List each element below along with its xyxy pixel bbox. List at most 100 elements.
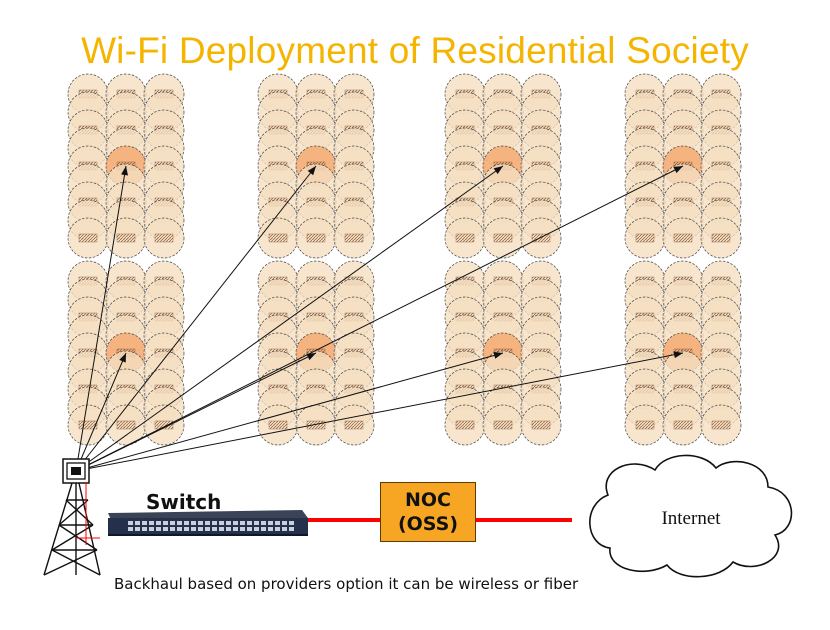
apartment-icon: [306, 420, 326, 430]
apartment-icon: [635, 420, 655, 430]
switch-port: [128, 521, 133, 525]
arrowhead: [306, 353, 316, 361]
switch-port: [219, 527, 224, 531]
wireless-link-line: [75, 352, 127, 472]
switch-port: [142, 527, 147, 531]
switch-port: [254, 521, 259, 525]
switch-port: [135, 527, 140, 531]
page-title: Wi-Fi Deployment of Residential Society: [81, 30, 749, 71]
building-block-6: [257, 260, 375, 446]
switch-port: [275, 521, 280, 525]
apartment-icon: [78, 420, 98, 430]
backhaul-caption: Backhaul based on providers option it ca…: [114, 575, 579, 593]
switch-port: [156, 521, 161, 525]
wireless-link-line: [75, 165, 684, 472]
switch-port: [261, 521, 266, 525]
arrowhead: [673, 166, 683, 174]
access-point-radio-icon: [62, 458, 90, 484]
switch-port: [212, 521, 217, 525]
apartment-icon: [531, 233, 551, 243]
apartment-icon: [344, 420, 364, 430]
switch-port: [156, 527, 161, 531]
apartment-icon: [493, 420, 513, 430]
apartment-icon: [711, 233, 731, 243]
switch-port: [170, 527, 175, 531]
arrowhead: [493, 352, 503, 359]
switch-port: [247, 521, 252, 525]
arrowhead: [493, 166, 503, 175]
apartment-icon: [268, 233, 288, 243]
switch-port: [240, 521, 245, 525]
switch-port: [191, 521, 196, 525]
switch-port: [149, 521, 154, 525]
switch-port: [191, 527, 196, 531]
switch-port: [247, 527, 252, 531]
apartment-icon: [116, 420, 136, 430]
wireless-link-line: [75, 165, 504, 472]
apartment-icon: [268, 420, 288, 430]
network-switch-icon: [108, 510, 308, 536]
switch-port: [184, 527, 189, 531]
wireless-link-line: [75, 165, 317, 472]
switch-port: [261, 527, 266, 531]
arrowhead: [307, 166, 316, 176]
wireless-link-line: [75, 352, 317, 472]
apartment-icon: [455, 233, 475, 243]
apartment-icon: [635, 233, 655, 243]
apartment-icon: [116, 233, 136, 243]
apartment-icon: [344, 233, 364, 243]
building-block-3: [444, 73, 562, 259]
switch-port: [198, 521, 203, 525]
arrowhead: [673, 351, 683, 359]
apartment-icon: [154, 420, 174, 430]
switch-port: [170, 521, 175, 525]
switch-port: [289, 521, 294, 525]
switch-port: [205, 521, 210, 525]
building-block-7: [444, 260, 562, 446]
apartment-icon: [306, 233, 326, 243]
switch-port: [163, 521, 168, 525]
apartment-icon: [673, 233, 693, 243]
internet-label: Internet: [661, 508, 721, 529]
noc-label: NOC: [405, 489, 451, 511]
apartment-icon: [673, 420, 693, 430]
switch-port: [282, 521, 287, 525]
switch-label: Switch: [146, 490, 222, 514]
switch-port: [128, 527, 133, 531]
apartment-icon: [455, 420, 475, 430]
switch-port: [184, 521, 189, 525]
switch-port: [268, 521, 273, 525]
oss-label: (OSS): [397, 513, 459, 535]
switch-port: [163, 527, 168, 531]
apartment-icon: [531, 420, 551, 430]
backhaul-links: [76, 482, 572, 545]
switch-port: [135, 521, 140, 525]
switch-port: [240, 527, 245, 531]
apartment-icon: [493, 233, 513, 243]
switch-port: [254, 527, 259, 531]
switch-port: [219, 521, 224, 525]
switch-port: [226, 527, 231, 531]
apartment-icon: [154, 233, 174, 243]
arrowhead: [119, 353, 126, 363]
switch-port: [289, 527, 294, 531]
wireless-link-line: [75, 352, 504, 472]
arrowhead: [121, 166, 128, 176]
switch-port: [177, 527, 182, 531]
switch-port: [149, 527, 154, 531]
building-block-1: [67, 73, 185, 259]
switch-port: [205, 527, 210, 531]
building-block-5: [67, 260, 185, 446]
noc-box: NOC (OSS): [380, 482, 476, 542]
switch-port: [275, 527, 280, 531]
switch-port: [268, 527, 273, 531]
internet-cloud-icon: [589, 454, 793, 578]
switch-port: [282, 527, 287, 531]
apartment-icon: [78, 233, 98, 243]
switch-port: [212, 527, 217, 531]
switch-port: [226, 521, 231, 525]
switch-port: [177, 521, 182, 525]
switch-port: [233, 527, 238, 531]
switch-port: [198, 527, 203, 531]
